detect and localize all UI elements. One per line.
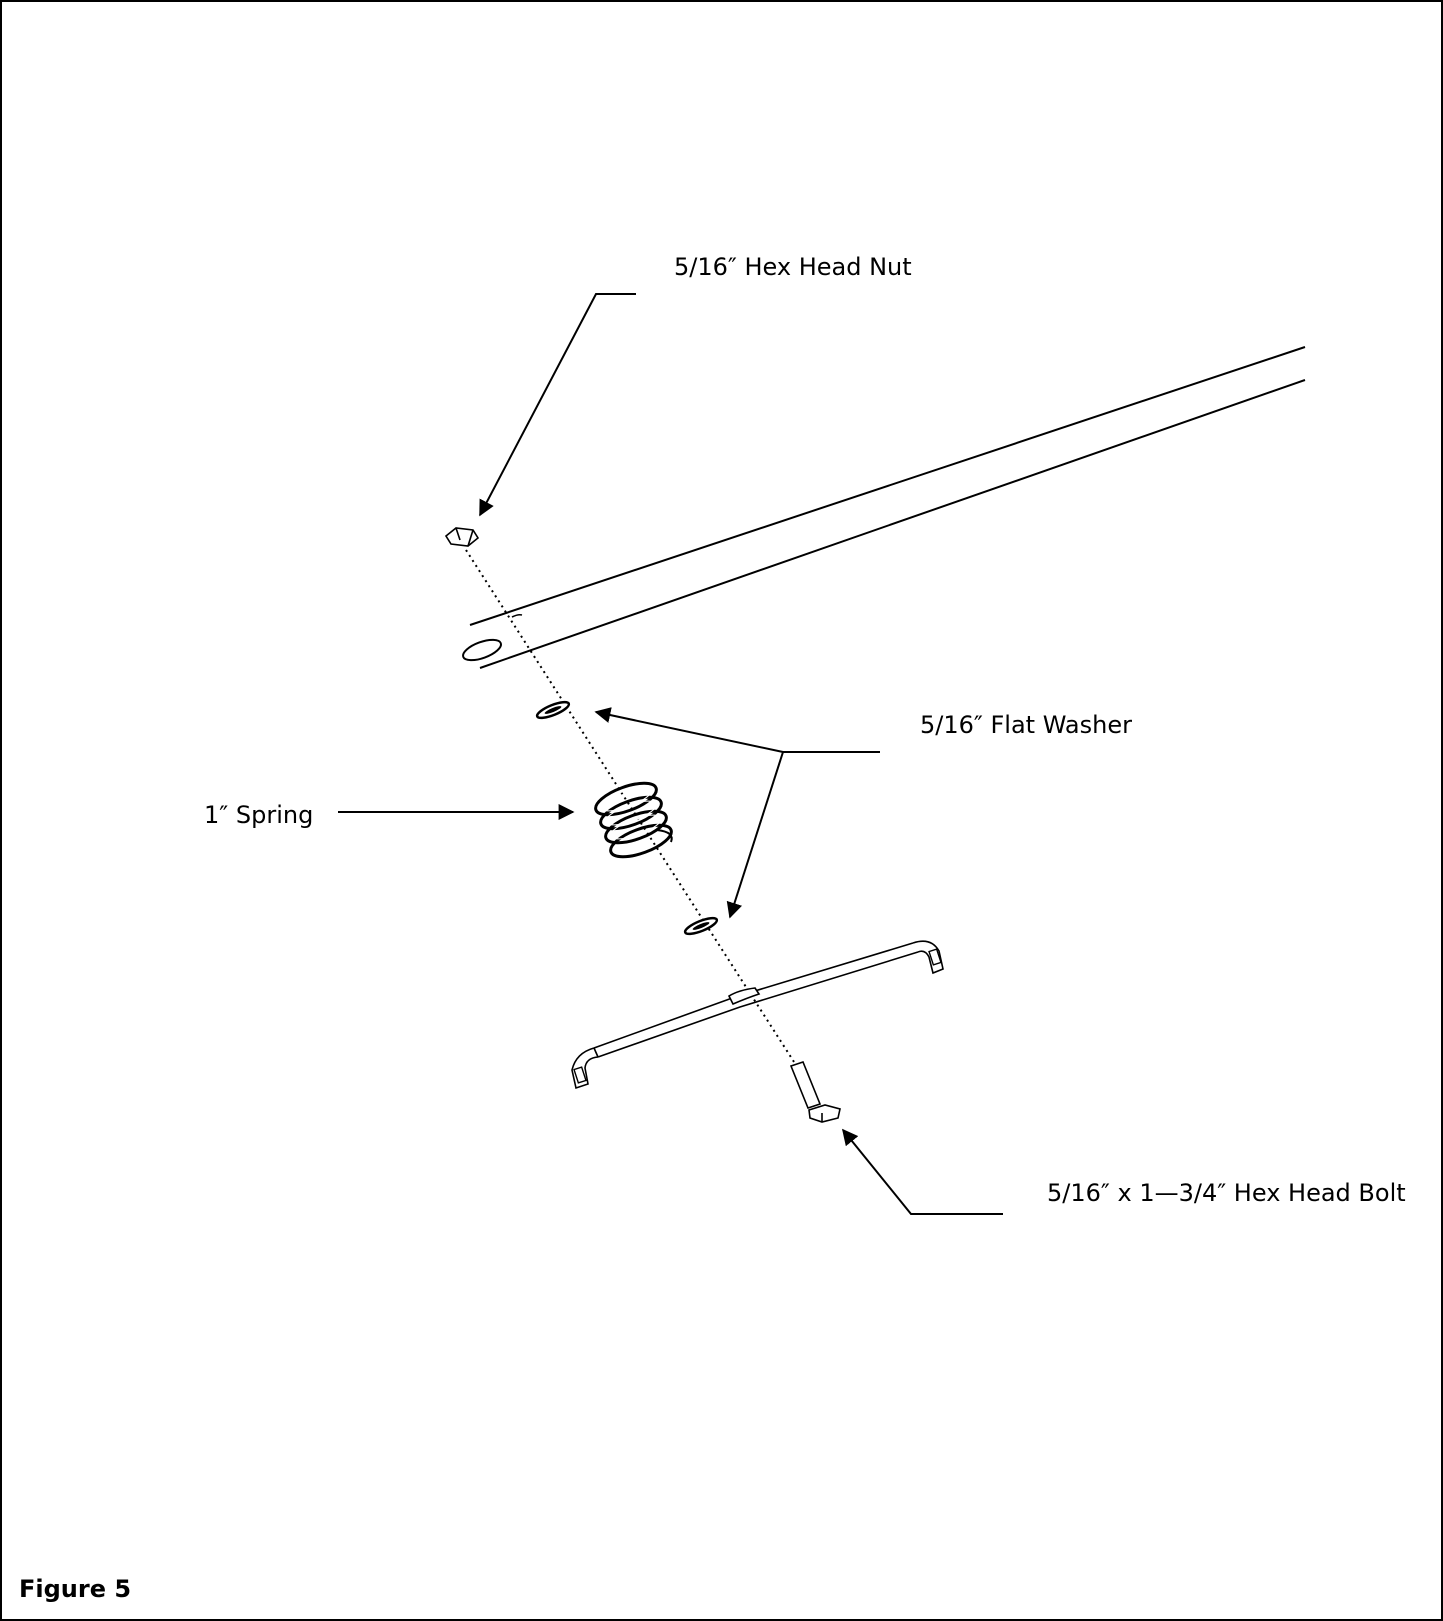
nut-leader	[479, 293, 636, 517]
washer-leader	[594, 707, 880, 919]
tube	[462, 346, 1306, 669]
bracket-part	[571, 940, 944, 1090]
hex-nut-label: 5/16″ Hex Head Nut	[674, 253, 912, 281]
upper-flat-washer-part	[535, 700, 571, 720]
figure-caption: Figure 5	[19, 1575, 131, 1603]
hex-bolt-label: 5/16″ x 1—3/4″ Hex Head Bolt	[1047, 1179, 1406, 1207]
lower-flat-washer-part	[683, 916, 719, 936]
hex-nut-part	[444, 527, 480, 547]
assembly-axis	[465, 549, 813, 1091]
bolt-leader	[841, 1128, 1003, 1215]
hex-bolt-part	[789, 1061, 841, 1123]
spring-label: 1″ Spring	[204, 801, 313, 829]
spring-part	[594, 781, 673, 859]
flat-washer-label: 5/16″ Flat Washer	[920, 711, 1132, 739]
